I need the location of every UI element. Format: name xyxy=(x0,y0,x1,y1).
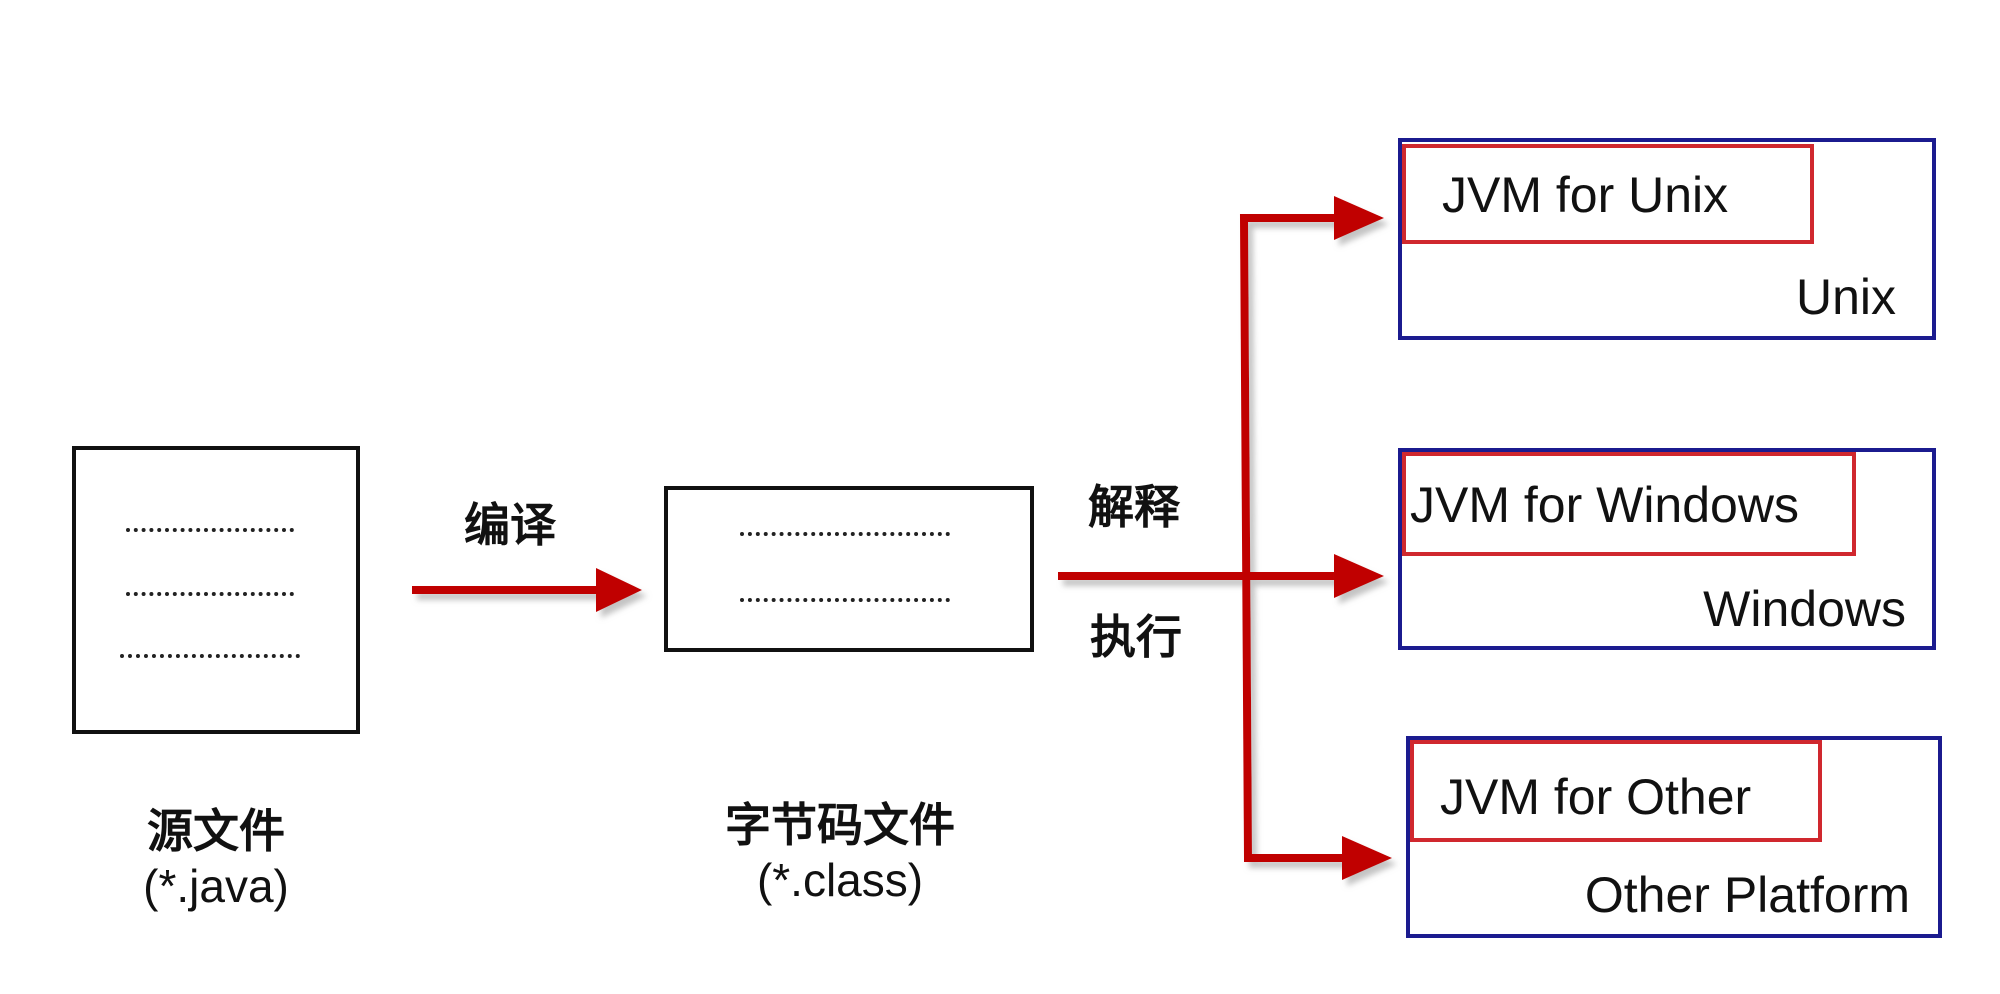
arrowhead-other xyxy=(1342,836,1392,880)
platform-label-unix: Unix xyxy=(1795,269,1896,325)
source-dotted-line xyxy=(126,592,294,596)
bytecode-file-box xyxy=(664,486,1034,652)
platform-box-other xyxy=(1406,736,1942,938)
source-dotted-line xyxy=(126,528,294,532)
bytecode-caption-ext: (*.class) xyxy=(756,853,924,906)
source-dotted-line xyxy=(120,654,300,658)
platform-box-windows xyxy=(1398,448,1936,650)
bytecode-dotted-line xyxy=(740,532,950,536)
source-caption: 源文件 (*.java) xyxy=(96,806,336,911)
bytecode-caption: 字节码文件 (*.class) xyxy=(690,800,990,905)
jvm-label-other: JVM for Other xyxy=(1440,769,1752,825)
bytecode-caption-title: 字节码文件 xyxy=(725,798,955,852)
platform-box-unix xyxy=(1398,138,1936,340)
platform-label-windows: Windows xyxy=(1703,581,1906,637)
execute-label: 执行 xyxy=(1090,610,1182,664)
jvm-box-unix xyxy=(1402,144,1814,244)
execute-arrows xyxy=(1058,214,1346,862)
arrowhead-unix xyxy=(1334,196,1384,240)
arrowheads xyxy=(1334,196,1392,880)
source-caption-ext: (*.java) xyxy=(143,859,289,912)
platform-label-other: Other Platform xyxy=(1584,867,1910,923)
interpret-label: 解释 xyxy=(1088,480,1180,534)
arrowhead-windows xyxy=(1334,554,1384,598)
compile-arrow xyxy=(412,568,642,612)
source-caption-title: 源文件 xyxy=(147,804,285,858)
jvm-label-windows: JVM for Windows xyxy=(1410,477,1799,533)
jvm-box-other xyxy=(1410,740,1822,842)
compile-label: 编译 xyxy=(464,498,556,552)
source-file-box xyxy=(72,446,360,734)
bytecode-dotted-line xyxy=(740,598,950,602)
jvm-box-windows xyxy=(1402,452,1856,556)
jvm-label-unix: JVM for Unix xyxy=(1442,167,1729,223)
